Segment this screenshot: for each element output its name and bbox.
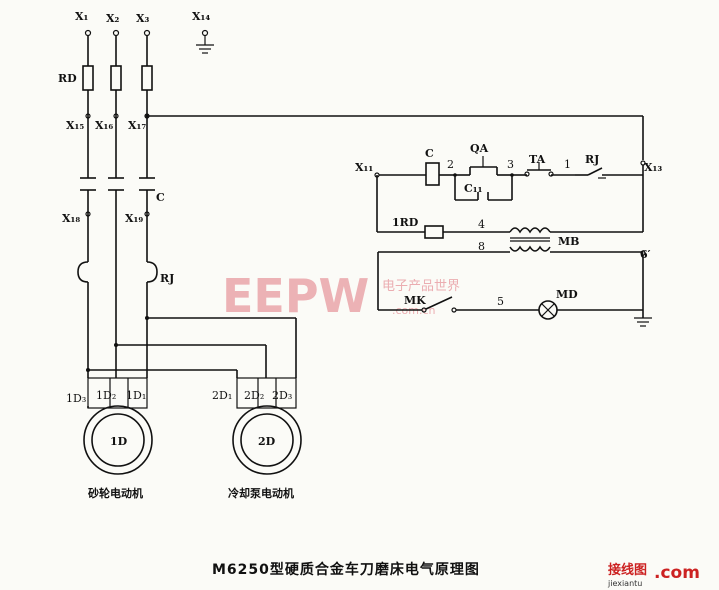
motor1-terminal-1d2: 1D₂ bbox=[96, 389, 116, 402]
motor2-terminal-2d1: 2D₁ bbox=[212, 389, 232, 402]
terminal-x14 bbox=[201, 29, 209, 37]
terminal-x2 bbox=[112, 29, 120, 37]
ta-start-button bbox=[512, 162, 575, 177]
watermark-cn: 电子产品世界 bbox=[382, 279, 460, 294]
terminal-x14-label: X₁₄ bbox=[192, 10, 210, 23]
node-3: 3 bbox=[507, 158, 514, 171]
site-logo: 接线图 .com jiexiantu bbox=[607, 562, 700, 588]
terminal-x17-label: X₁₇ bbox=[128, 119, 146, 132]
aux-contact-c11 bbox=[454, 175, 513, 201]
rj-contact-label: RJ bbox=[585, 153, 599, 166]
qa-label: QA bbox=[470, 142, 489, 155]
fuse-1rd bbox=[424, 225, 444, 239]
node-5: 5 bbox=[497, 295, 504, 308]
terminal-x3-label: X₃ bbox=[136, 12, 150, 25]
terminal-x18-label: X₁₈ bbox=[62, 212, 80, 225]
node-2: 2 bbox=[447, 158, 454, 171]
terminal-x1-label: X₁ bbox=[75, 10, 89, 23]
coil-label: C bbox=[425, 147, 434, 160]
watermark: EEPW 电子产品世界 .com.cn bbox=[222, 269, 460, 323]
terminal-x15-label: X₁₅ bbox=[66, 119, 84, 132]
node-4: 4 bbox=[478, 218, 485, 231]
terminal-x11-label: X₁₁ bbox=[355, 161, 373, 174]
thermal-relay-heaters bbox=[77, 261, 158, 283]
node-8: 8 bbox=[478, 240, 485, 253]
contactor-main-contacts bbox=[80, 177, 155, 191]
motor2-label: 2D bbox=[258, 435, 276, 448]
motor1-name: 砂轮电动机 bbox=[88, 486, 143, 500]
watermark-brand: EEPW bbox=[222, 269, 369, 323]
contactor-coil bbox=[425, 162, 440, 186]
diagram-caption: M6250型硬质合金车刀磨床电气原理图 bbox=[212, 561, 480, 578]
motor2-terminal-2d2: 2D₂ bbox=[244, 389, 264, 402]
switch-label: MK bbox=[404, 294, 426, 307]
site-mark-cn: 接线图 bbox=[608, 562, 647, 578]
motor1-terminal-1d3: 1D₃ bbox=[66, 392, 86, 405]
coolant-pump-motor bbox=[232, 377, 302, 475]
terminal-x13-label: X₁₃ bbox=[644, 161, 662, 174]
transformer-mb bbox=[509, 227, 551, 252]
ta-label: TA bbox=[529, 153, 546, 166]
thermal-relay-contact bbox=[575, 167, 643, 179]
motor2-name: 冷却泵电动机 bbox=[228, 486, 294, 500]
motor1-label: 1D bbox=[110, 435, 128, 448]
terminal-x3 bbox=[143, 29, 151, 37]
motor2-terminal-2d3: 2D₃ bbox=[272, 389, 292, 402]
terminal-x2-label: X₂ bbox=[106, 12, 120, 25]
c11-label: C₁₁ bbox=[464, 182, 483, 195]
terminal-x16-label: X₁₆ bbox=[95, 119, 113, 132]
transformer-label: MB bbox=[558, 235, 579, 248]
motor1-terminal-1d1: 1D₁ bbox=[126, 389, 146, 402]
fuse2-label: 1RD bbox=[392, 216, 419, 229]
terminal-x1 bbox=[84, 29, 92, 37]
thermal-relay-label: RJ bbox=[160, 272, 174, 285]
fuse-label: RD bbox=[58, 72, 77, 85]
site-mark-com: .com bbox=[654, 563, 700, 583]
fuse-rd bbox=[82, 65, 153, 91]
node-6p: 6′ bbox=[640, 248, 651, 261]
node-1: 1 bbox=[564, 158, 571, 171]
qa-stop-button bbox=[455, 156, 512, 176]
input-terminals: X₁ X₂ X₃ X₁₄ bbox=[75, 10, 214, 54]
contactor-label: C bbox=[156, 191, 165, 204]
site-mark-url: jiexiantu bbox=[607, 579, 642, 588]
terminal-x19-label: X₁₉ bbox=[125, 212, 143, 225]
lamp-md bbox=[538, 300, 558, 320]
grinding-motor bbox=[83, 377, 153, 475]
lamp-label: MD bbox=[556, 288, 578, 301]
